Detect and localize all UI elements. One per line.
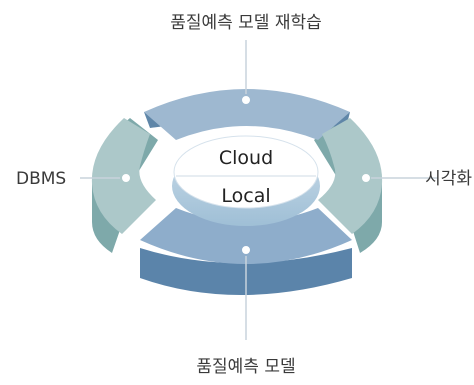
callout-dot-left xyxy=(120,172,132,184)
label-top: 품질예측 모델 재학습 xyxy=(170,13,322,33)
label-bottom: 품질예측 모델 xyxy=(196,357,295,377)
callout-dot-bottom xyxy=(240,244,252,256)
callout-dot-right xyxy=(360,172,372,184)
label-left: DBMS xyxy=(16,169,66,189)
callout-dot-top xyxy=(240,94,252,106)
ring-segment-right xyxy=(318,118,383,234)
core-label-lower: Local xyxy=(221,185,270,207)
ring-segment-top xyxy=(144,89,350,140)
core-label-upper: Cloud xyxy=(219,147,273,169)
ring-segment-bottom xyxy=(140,208,352,264)
label-right: 시각화 xyxy=(425,169,472,189)
core-top xyxy=(173,135,319,209)
